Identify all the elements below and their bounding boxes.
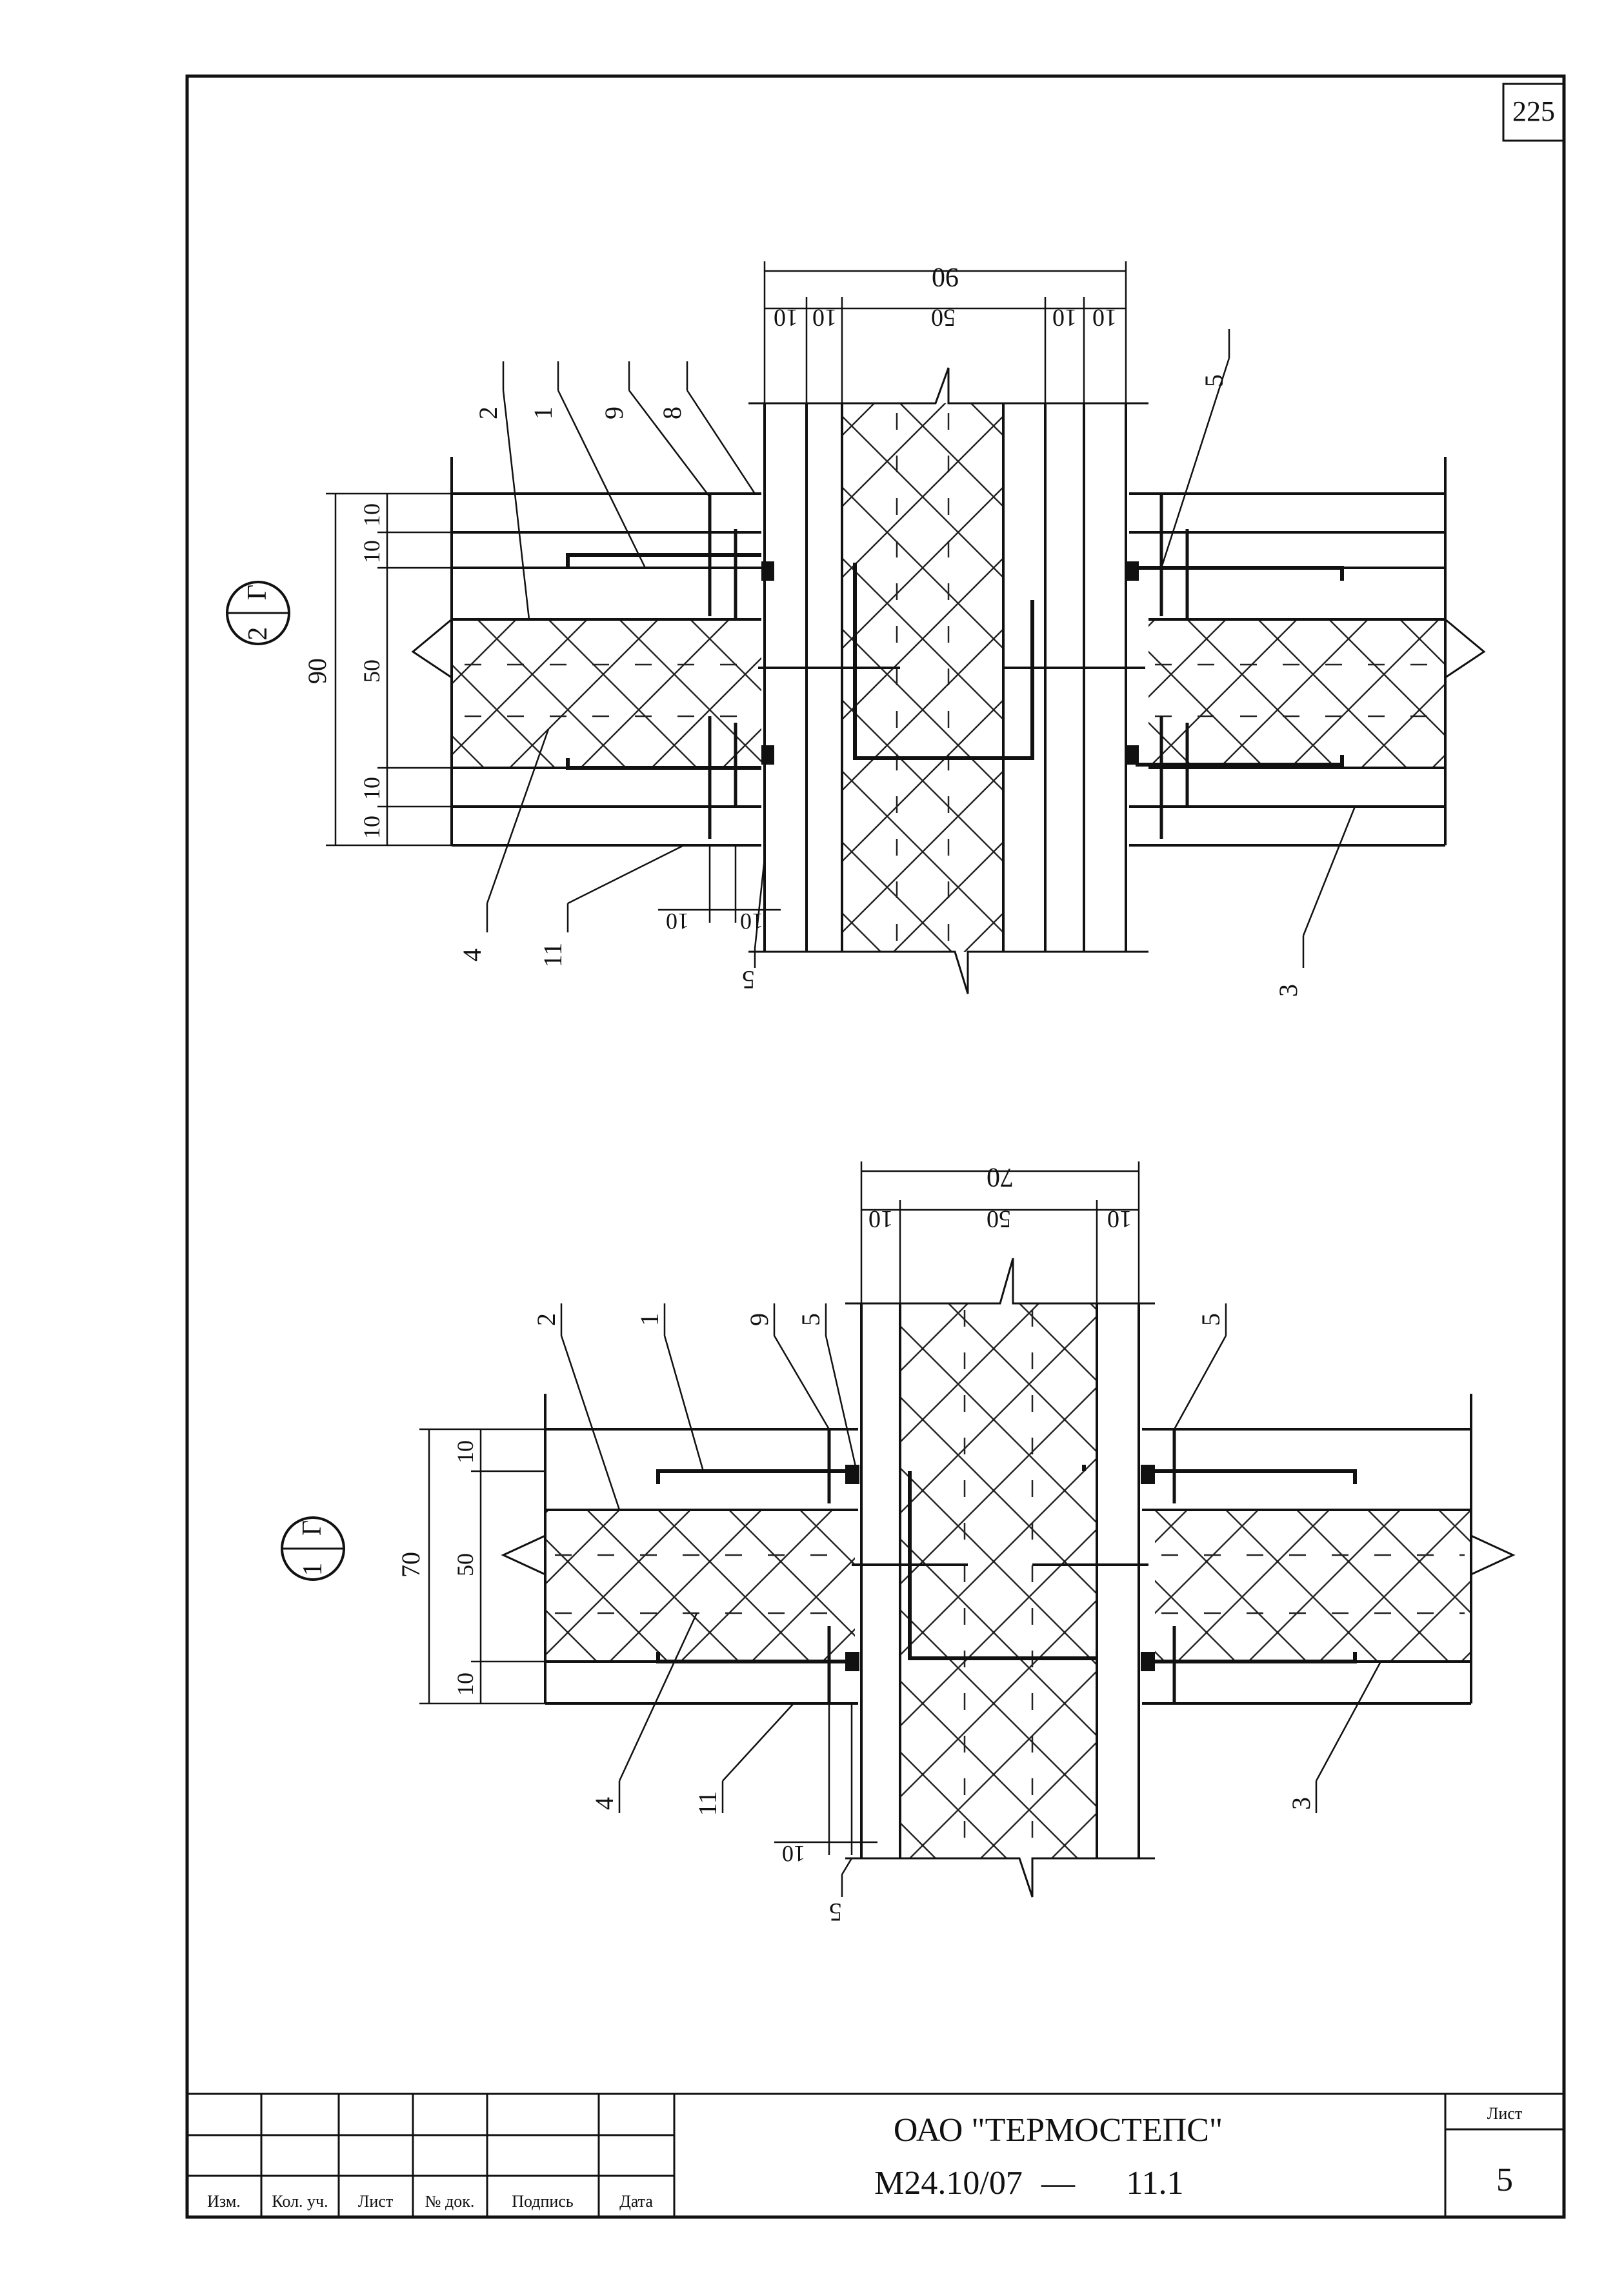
g1-callout-2: 2 [532, 1313, 561, 1326]
g1-callout-5-bottom: 5 [829, 1898, 842, 1927]
g1-bottom-dim-1: 10 [782, 1841, 805, 1867]
detail-g2: 90 10 10 50 10 10 90 10 10 50 10 10 [226, 261, 1486, 997]
page-number-box [1502, 83, 1565, 142]
title-col-izm: Изм. [207, 2192, 241, 2211]
g2-right-panel [1126, 457, 1486, 847]
title-col-kol-uch: Кол. уч. [272, 2192, 328, 2211]
g1-left-dim-2: 50 [452, 1553, 478, 1576]
g2-callout-2: 2 [474, 407, 503, 419]
g2-left-dim-1: 10 [359, 503, 385, 527]
g2-vertical-panel [748, 367, 1148, 994]
g2-callout-8: 8 [657, 407, 687, 419]
organization-name: ОАО "ТЕРМОСТЕПС" [894, 2112, 1223, 2149]
g1-vertical-panel [845, 1258, 1155, 1898]
title-col-signature: Подпись [512, 2192, 574, 2211]
title-block [187, 2093, 1564, 2217]
g2-left-dim-4: 10 [359, 777, 385, 800]
g2-section-mark [226, 581, 290, 645]
g2-callout-11: 11 [538, 943, 567, 968]
document-dash: — [1041, 2165, 1076, 2202]
g1-callout-11: 11 [693, 1791, 722, 1816]
g2-left-dim-5: 10 [359, 816, 385, 839]
g1-callout-3: 3 [1287, 1797, 1316, 1810]
g2-mark-number: 2 [243, 627, 273, 641]
g1-left-panel [501, 1394, 859, 1705]
g1-right-panel [1141, 1394, 1516, 1705]
g1-left-dim-3: 10 [452, 1672, 478, 1696]
g1-left-dimensions [419, 1428, 545, 1705]
g1-callout-leaders [560, 1303, 1382, 1897]
sheet-frame [185, 74, 1566, 2219]
g1-top-dim-3: 10 [1107, 1205, 1132, 1232]
g1-top-dim-2: 50 [987, 1205, 1011, 1232]
g1-mark-number: 1 [298, 1563, 328, 1576]
g2-callout-5-bottom: 5 [742, 965, 755, 994]
g2-top-dim-5: 10 [1092, 304, 1117, 331]
g1-top-dimensions [860, 1161, 1140, 1303]
g2-callout-5: 5 [1199, 374, 1228, 387]
g1-callout-9: 9 [745, 1313, 774, 1326]
g2-top-dimensions [763, 261, 1127, 403]
g2-callout-leaders [486, 329, 1356, 968]
g2-top-dim-2: 10 [812, 304, 837, 331]
g2-left-panel [411, 457, 774, 847]
g1-mark-letter: Г [297, 1520, 327, 1536]
g2-top-dim-4: 10 [1052, 304, 1077, 331]
g2-callout-3: 3 [1274, 984, 1303, 997]
g2-left-dimensions [326, 492, 452, 847]
g2-callout-1: 1 [528, 407, 557, 419]
title-col-date: Дата [619, 2192, 653, 2211]
g2-top-dim-3: 50 [931, 304, 956, 331]
g2-bottom-dim-2: 10 [740, 909, 763, 934]
g1-callout-5-right: 5 [1196, 1313, 1225, 1326]
g2-left-dim-2: 10 [359, 540, 385, 563]
g2-top-dim-1: 10 [774, 304, 798, 331]
g1-section-mark [281, 1516, 345, 1581]
g1-top-dim-total: 70 [987, 1162, 1014, 1192]
g1-callout-1: 1 [635, 1313, 664, 1326]
detail-g1: 70 10 50 10 70 10 50 10 10 Г 1 [281, 1161, 1516, 1927]
g2-callout-4: 4 [457, 949, 486, 961]
g1-left-dim-total: 70 [396, 1552, 425, 1578]
document-code: М24.10/07 [874, 2165, 1023, 2202]
title-col-doc: № док. [425, 2192, 475, 2211]
g2-left-dim-3: 50 [359, 659, 385, 683]
g2-left-dim-total: 90 [303, 658, 332, 684]
g2-bottom-dim-1: 10 [666, 909, 689, 934]
g1-callout-4: 4 [590, 1797, 619, 1810]
g2-top-dim-total: 90 [932, 262, 959, 292]
sheet-number: 5 [1496, 2162, 1513, 2198]
title-col-list: Лист [358, 2192, 393, 2211]
g2-mark-letter: Г [243, 585, 272, 600]
g1-top-dim-1: 10 [868, 1205, 893, 1232]
document-section: 11.1 [1126, 2165, 1183, 2202]
g1-left-dim-1: 10 [452, 1440, 478, 1463]
g1-callout-5-left: 5 [796, 1313, 825, 1326]
page-number: 225 [1512, 95, 1555, 127]
sheet-label: Лист [1487, 2104, 1522, 2123]
g2-callout-9: 9 [599, 407, 628, 419]
